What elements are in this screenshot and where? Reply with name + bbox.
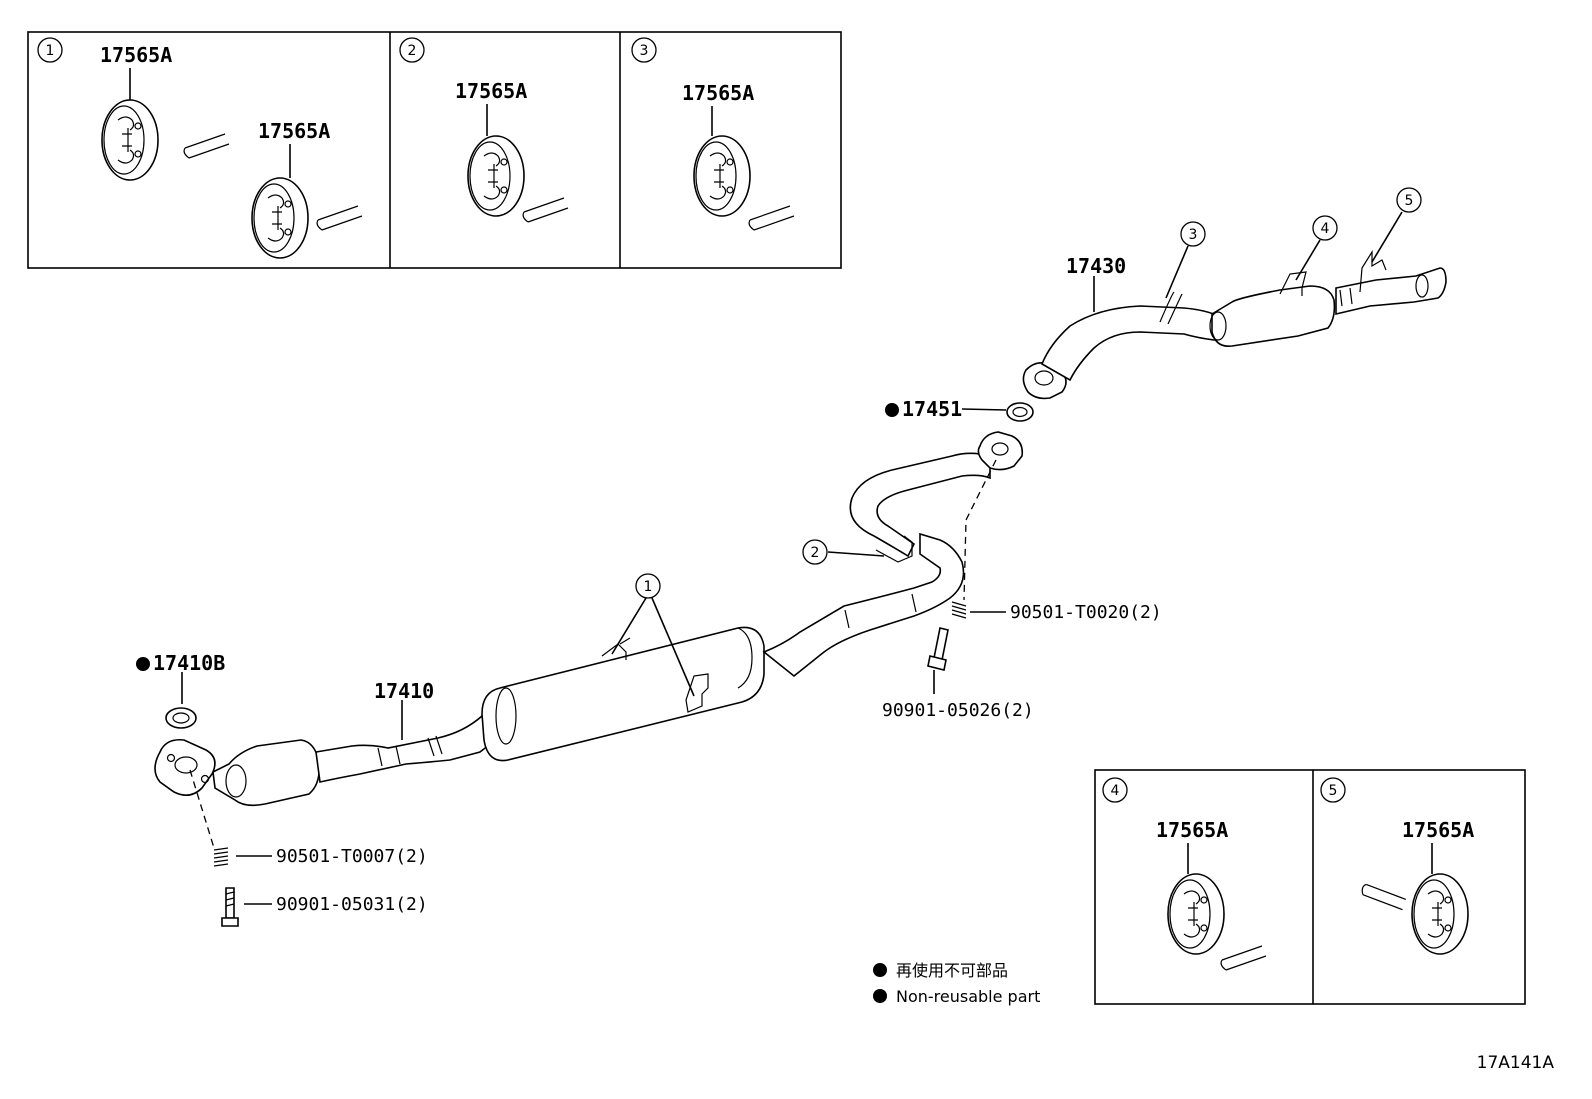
non-reusable-dot-icon: [885, 403, 899, 417]
svg-text:5: 5: [1405, 193, 1414, 209]
inset-group-bottom: 4 17565A 5 17565A: [1094, 769, 1526, 1005]
tail-pipe-assembly: [1022, 249, 1447, 400]
bolt-front-icon: [221, 887, 239, 927]
hanger-rubber-icon: [467, 135, 525, 217]
non-reusable-dot-icon: [136, 657, 150, 671]
legend-japanese: 再使用不可部品: [896, 961, 1008, 980]
label-front-bolt: 90901-05031(2): [276, 894, 428, 915]
callout-5: 5: [1396, 187, 1422, 213]
inset-3-number: 3: [640, 43, 649, 59]
inset-1-label-a: 17565A: [100, 43, 172, 67]
inset-2-label: 17565A: [455, 79, 527, 103]
inset-4-label: 17565A: [1156, 818, 1228, 842]
callout-4: 4: [1312, 215, 1338, 241]
callout-3: 3: [1180, 221, 1206, 247]
inset-5-number: 5: [1329, 783, 1338, 799]
inset-5: 5 17565A: [1320, 777, 1474, 955]
svg-text:2: 2: [811, 545, 820, 561]
svg-text:17410B: 17410B: [153, 651, 225, 675]
inset-4-number: 4: [1111, 783, 1120, 799]
label-center-bolt: 90901-05026(2): [882, 700, 1034, 721]
label-gasket-17410b: 17410B: [136, 651, 225, 675]
hanger-rubber-icon: [693, 135, 751, 217]
inset-2: 2 17565A: [399, 37, 569, 223]
label-tail-pipe: 17430: [1066, 254, 1126, 278]
hanger-rubber-icon: [101, 99, 159, 181]
spring-center-icon: [951, 601, 967, 619]
inset-1: 1 17565A 17565A: [37, 37, 363, 259]
inset-1-number: 1: [46, 43, 55, 59]
bolt-center-icon: [927, 627, 949, 671]
callout-2: 2: [802, 539, 828, 565]
label-front-pipe: 17410: [374, 679, 434, 703]
inset-3: 3 17565A: [631, 37, 795, 231]
figure-reference: 17A141A: [1477, 1053, 1555, 1073]
hanger-rubber-icon: [251, 177, 309, 259]
callout-1: 1: [635, 573, 661, 599]
non-reusable-dot-icon: [873, 963, 887, 977]
spring-front-icon: [213, 847, 229, 867]
label-gasket-17451: 17451: [885, 397, 962, 421]
hanger-rubber-icon: [1167, 873, 1225, 955]
svg-text:4: 4: [1321, 221, 1330, 237]
gasket-17410b-icon: [165, 707, 197, 729]
legend-english: Non-reusable part: [896, 987, 1040, 1006]
svg-text:17451: 17451: [902, 397, 962, 421]
inset-3-label: 17565A: [682, 81, 754, 105]
inset-2-number: 2: [408, 43, 417, 59]
front-pipe-assembly: [154, 431, 1024, 807]
svg-text:3: 3: [1189, 227, 1198, 243]
inset-4: 4 17565A: [1102, 777, 1267, 971]
non-reusable-dot-icon: [873, 989, 887, 1003]
legend: 再使用不可部品 Non-reusable part: [873, 961, 1040, 1006]
inset-5-label: 17565A: [1402, 818, 1474, 842]
label-front-spring: 90501-T0007(2): [276, 846, 428, 867]
hanger-rubber-icon: [1411, 873, 1469, 955]
inset-group-top: 1 17565A 17565A 2 17565A 3 17565A: [27, 31, 842, 269]
svg-text:1: 1: [644, 579, 653, 595]
label-center-spring: 90501-T0020(2): [1010, 602, 1162, 623]
inset-1-label-b: 17565A: [258, 119, 330, 143]
gasket-17451-icon: [1006, 402, 1034, 422]
